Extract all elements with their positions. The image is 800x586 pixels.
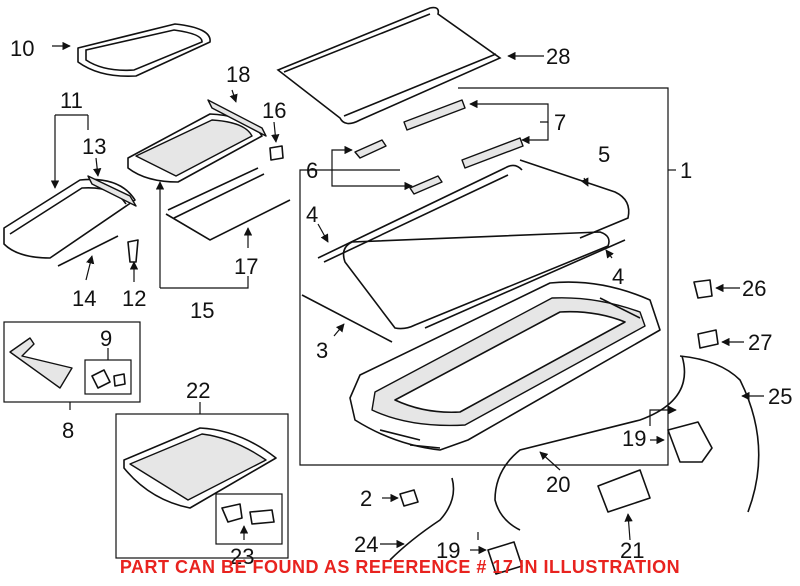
glass-panel-10: [77, 23, 211, 78]
leader-lines: [50, 41, 764, 555]
callout-25: 25: [768, 384, 792, 409]
callout-24: 24: [354, 532, 378, 557]
callout-19b: 19: [436, 538, 460, 563]
glass-seals: [301, 159, 630, 343]
assembly-1-box: [299, 87, 669, 466]
callout-1: 1: [680, 158, 692, 183]
callout-4a: 4: [306, 202, 318, 227]
kit-8-box: [3, 321, 141, 403]
callout-16: 16: [262, 98, 286, 123]
callout-13: 13: [82, 134, 106, 159]
callout-19a: 19: [622, 426, 646, 451]
callout-10: 10: [10, 36, 34, 61]
callout-9: 9: [100, 326, 112, 351]
grommet-2: [399, 489, 419, 507]
clips: [354, 99, 524, 195]
callout-numbers: 1 2 3 4 4 5 6 7 8 9 10 11 12 13 14 15 16…: [10, 36, 792, 569]
reference-note: PART CAN BE FOUND AS REFERENCE # 17 IN I…: [119, 557, 681, 577]
callout-11: 11: [60, 88, 83, 113]
callout-4b: 4: [612, 264, 624, 289]
motor-19-lower: [487, 541, 523, 575]
callout-23: 23: [230, 544, 254, 569]
callout-18: 18: [226, 62, 250, 87]
callout-12: 12: [122, 286, 146, 311]
callout-17: 17: [234, 254, 258, 279]
drain-hose-24: [389, 477, 455, 561]
callout-14: 14: [72, 286, 96, 311]
bolt-16: [269, 145, 284, 161]
callout-7: 7: [554, 110, 566, 135]
outer-seal: [276, 6, 502, 125]
callout-28: 28: [546, 44, 570, 69]
sunroof-frame: [349, 281, 661, 451]
callout-26: 26: [742, 276, 766, 301]
drain-hose-25: [679, 355, 760, 513]
callout-5: 5: [598, 142, 610, 167]
drain-hose-20: [494, 355, 686, 531]
callout-21: 21: [620, 538, 644, 563]
callout-15: 15: [190, 298, 214, 323]
callout-2: 2: [360, 486, 372, 511]
rail-18: [207, 99, 267, 137]
kit-22-box: [115, 413, 289, 559]
callout-22: 22: [186, 378, 210, 403]
callout-3: 3: [316, 338, 328, 363]
motor-19-upper: [667, 421, 713, 463]
clip-26: [693, 279, 713, 299]
module-21: [597, 469, 651, 513]
clip-27: [697, 329, 719, 349]
callout-8: 8: [62, 418, 74, 443]
callout-27: 27: [748, 330, 772, 355]
callout-20: 20: [546, 472, 570, 497]
callout-6: 6: [306, 158, 318, 183]
